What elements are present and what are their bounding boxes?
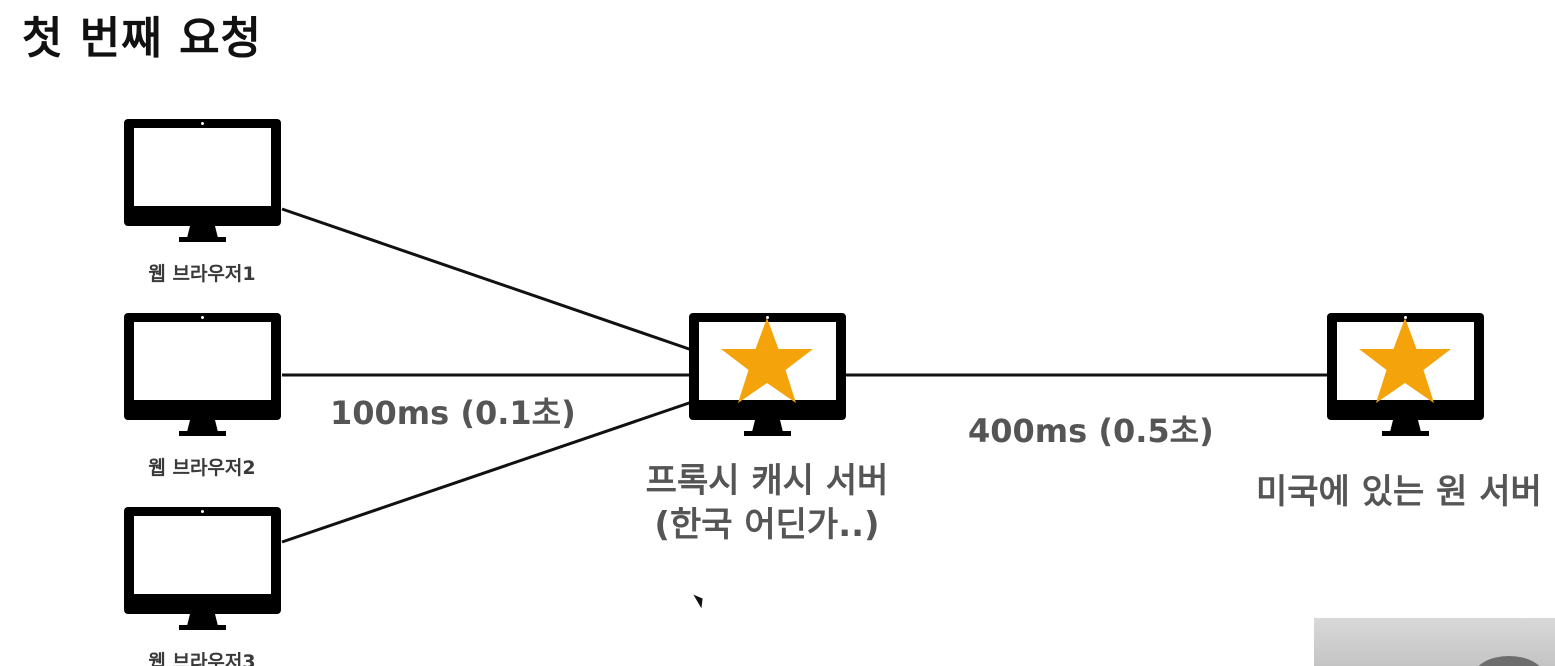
origin-server-label: 미국에 있는 원 서버	[1256, 472, 1542, 512]
monitor-icon	[124, 313, 281, 436]
proxy-origin-latency: 400ms (0.5초)	[968, 412, 1214, 450]
monitor-icon	[124, 119, 281, 242]
browser-proxy-latency: 100ms (0.1초)	[330, 394, 576, 432]
webcam-thumbnail	[1314, 618, 1555, 666]
edge-browser3-proxy	[281, 400, 693, 544]
monitor-icon	[124, 507, 281, 630]
star-icon	[721, 318, 813, 403]
browser1-label: 웹 브라우저1	[148, 263, 256, 285]
browser2-label: 웹 브라우저2	[148, 457, 256, 479]
proxy-server-label-line1: 프록시 캐시 서버	[645, 461, 889, 501]
proxy-server-label: 프록시 캐시 서버 (한국 어딘가..)	[617, 459, 917, 547]
star-icon	[1359, 318, 1451, 403]
slide-title: 첫 번째 요청	[22, 13, 263, 64]
proxy-server-label-line2: (한국 어딘가..)	[654, 505, 880, 545]
browser3-label: 웹 브라우저3	[148, 651, 256, 666]
edge-browser1-proxy	[281, 207, 693, 352]
